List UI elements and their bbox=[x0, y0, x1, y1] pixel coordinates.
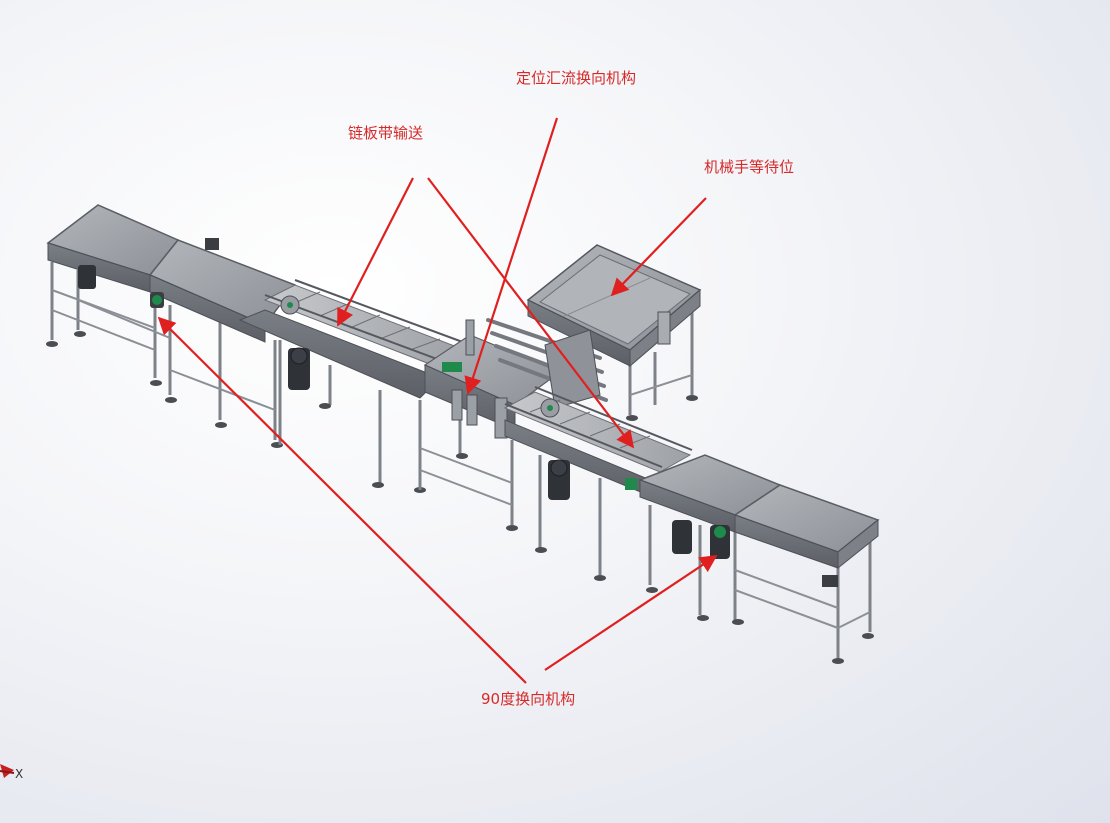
callout-robot-wait: 机械手等待位 bbox=[704, 158, 795, 176]
leader-robot bbox=[610, 197, 707, 297]
leader-merge bbox=[464, 117, 559, 395]
left-end-table bbox=[46, 204, 297, 448]
leader-turn-right bbox=[544, 555, 718, 671]
right-end-table bbox=[625, 454, 880, 664]
callout-leaders bbox=[157, 117, 718, 684]
axis-x-label: X bbox=[15, 767, 24, 781]
center-merge-module bbox=[418, 319, 606, 581]
leader-chain-left bbox=[337, 177, 414, 327]
robot-waiting-station bbox=[486, 244, 702, 421]
callout-90-degree-turn: 90度换向机构 bbox=[481, 690, 576, 708]
leader-turn-left bbox=[157, 316, 527, 684]
callout-merge-turn: 定位汇流换向机构 bbox=[516, 69, 637, 87]
callout-chain-conveyor: 链板带输送 bbox=[348, 124, 424, 142]
axis-triad bbox=[0, 764, 15, 778]
leader-chain-right bbox=[427, 177, 635, 449]
right-chain-conveyor bbox=[503, 386, 693, 501]
